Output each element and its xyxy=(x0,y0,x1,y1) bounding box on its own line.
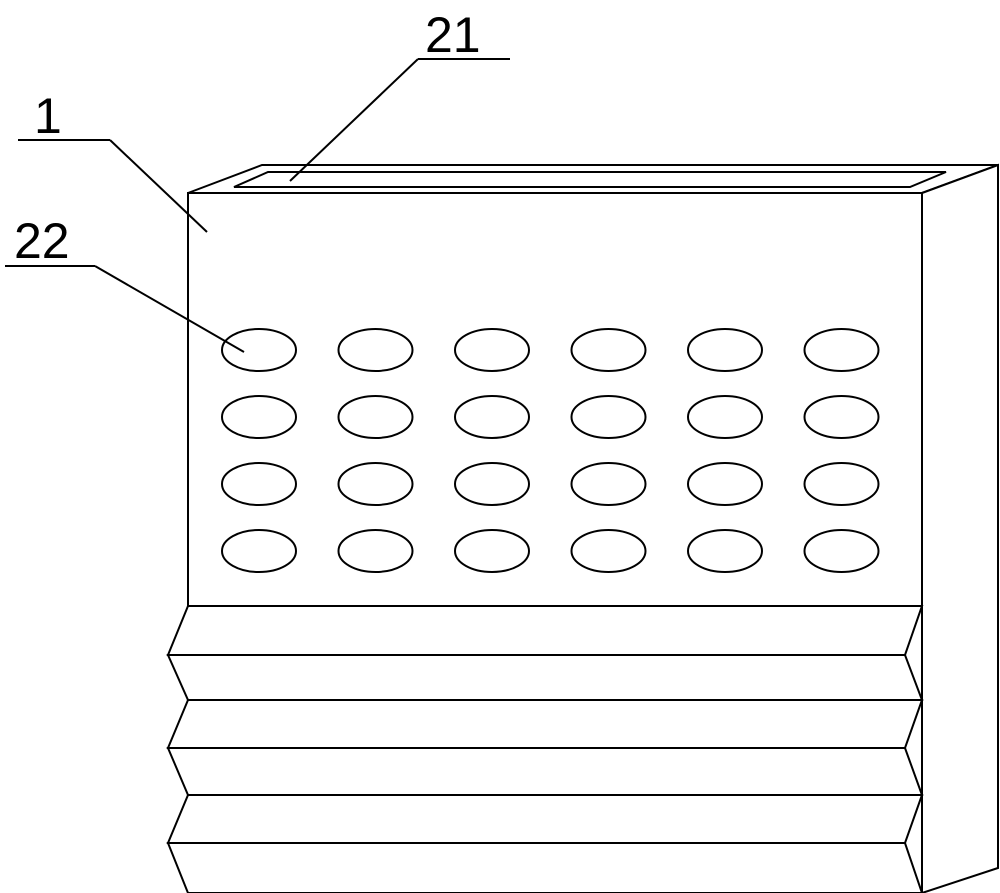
hole xyxy=(572,463,646,505)
hole xyxy=(455,329,529,371)
hole xyxy=(222,329,296,371)
hole xyxy=(222,463,296,505)
leader-line xyxy=(290,59,418,181)
hole xyxy=(805,329,879,371)
hole xyxy=(455,530,529,572)
callout-21: 21 xyxy=(290,7,510,181)
fold-band xyxy=(168,748,922,795)
label-body: 1 xyxy=(34,88,62,144)
hole xyxy=(572,530,646,572)
fold-band xyxy=(168,843,922,893)
fold-band xyxy=(168,606,922,655)
hole xyxy=(688,329,762,371)
top-slot xyxy=(234,172,946,187)
hole xyxy=(339,329,413,371)
hole xyxy=(222,396,296,438)
hole xyxy=(805,530,879,572)
callout-1: 1 xyxy=(18,88,207,232)
hole xyxy=(572,329,646,371)
hole xyxy=(572,396,646,438)
hole xyxy=(805,463,879,505)
hole xyxy=(805,396,879,438)
box-side-face xyxy=(922,165,998,893)
hole xyxy=(339,396,413,438)
leader-line xyxy=(110,140,207,232)
label-slot: 21 xyxy=(425,7,481,63)
fold-band xyxy=(168,795,922,843)
label-holes: 22 xyxy=(14,213,70,269)
hole xyxy=(688,396,762,438)
corrugated-section xyxy=(168,606,922,893)
fold-band xyxy=(168,700,922,748)
hole xyxy=(339,530,413,572)
hole xyxy=(339,463,413,505)
hole xyxy=(688,463,762,505)
fold-band xyxy=(168,655,922,700)
hole xyxy=(688,530,762,572)
hole xyxy=(455,463,529,505)
hole xyxy=(222,530,296,572)
hole xyxy=(455,396,529,438)
